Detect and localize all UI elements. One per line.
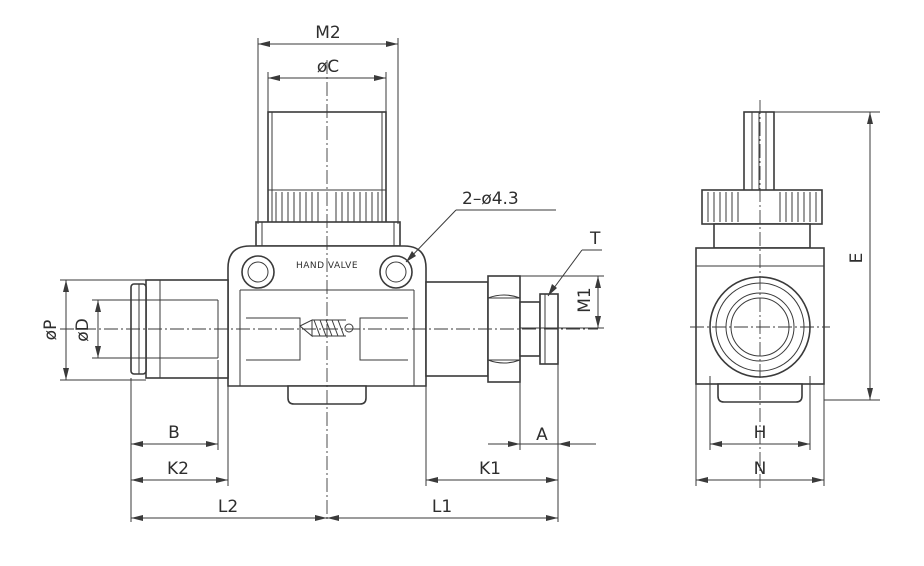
internal-spring: [299, 319, 354, 338]
dim-label-D: øD: [73, 318, 93, 342]
side-collar: [713, 223, 811, 249]
side-dimensions: E H N: [690, 100, 880, 490]
dim-label-holes: 2–ø4.3: [462, 189, 519, 209]
dim-label-T: T: [589, 229, 601, 249]
dim-label-P: øP: [41, 320, 61, 341]
front-view: HAND VALVE: [60, 60, 598, 522]
knob-knurling: [268, 112, 386, 224]
dim-label-C: øC: [317, 57, 339, 77]
dim-label-A: A: [536, 425, 548, 445]
dim-label-L1: L1: [432, 497, 452, 517]
dim-label-K2: K2: [167, 459, 189, 479]
hex-nut: [487, 275, 521, 383]
knob-collar: [255, 221, 401, 247]
dim-label-M1: M1: [575, 287, 595, 312]
dim-label-B: B: [168, 423, 180, 443]
mounting-hole-left: [241, 255, 275, 289]
side-knob-knurling: [707, 192, 817, 222]
side-knob-grip: [701, 189, 823, 225]
dim-label-L2: L2: [218, 497, 238, 517]
dim-label-M2: M2: [315, 23, 340, 43]
front-dimensions: M2 øC 2–ø4.3 T M1 øP: [41, 23, 604, 522]
mounting-hole-right: [379, 255, 413, 289]
dim-label-E: E: [847, 253, 867, 264]
dim-label-K1: K1: [479, 459, 501, 479]
